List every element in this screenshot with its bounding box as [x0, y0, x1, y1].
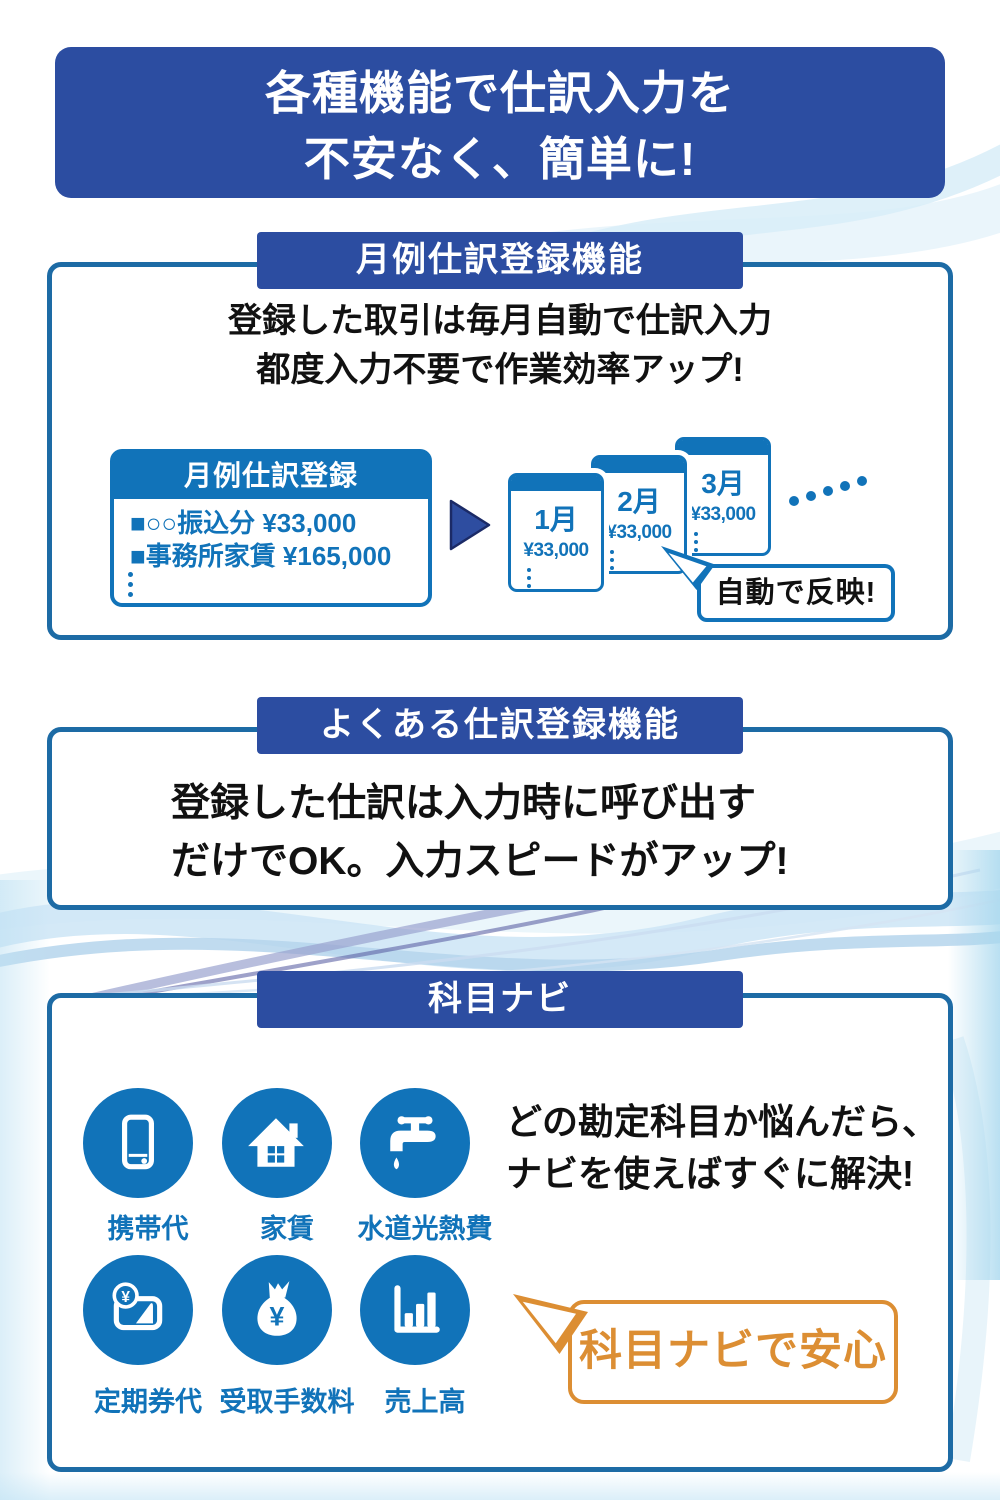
- category-label: 水道光熱費: [357, 1214, 493, 1244]
- ellipsis-dots: [694, 532, 768, 552]
- background-wash-bottom: [0, 1472, 1000, 1500]
- money-bag-icon: ¥: [257, 1281, 297, 1336]
- navi-callout: 科目ナビで安心: [513, 1294, 898, 1404]
- background-wash-left: [0, 880, 50, 1500]
- title-banner: 各種機能で仕訳入力を 不安なく、簡単に!: [55, 47, 945, 198]
- month-amount: ¥33,000: [606, 522, 672, 543]
- description-line-1: どの勘定科目か悩んだら、: [506, 1101, 939, 1142]
- smartphone-icon: [122, 1114, 154, 1170]
- month-card: 2月 ¥33,000: [591, 455, 687, 574]
- ellipsis-dots: [527, 568, 601, 588]
- category-circle: ¥: [83, 1255, 193, 1365]
- category-circle: [83, 1088, 193, 1198]
- section-navi-header: 科目ナビ: [257, 971, 743, 1028]
- section-monthly-description: 登録した取引は毎月自動で仕訳入力 都度入力不要で作業効率アップ!: [0, 297, 1000, 395]
- section-navi-description: どの勘定科目か悩んだら、 ナビを使えばすぐに解決!: [506, 1096, 938, 1200]
- section-monthly-header: 月例仕訳登録機能: [257, 232, 743, 289]
- category-label: 定期券代: [94, 1387, 202, 1417]
- month-amount: ¥33,000: [523, 540, 589, 561]
- category-circle: [360, 1088, 470, 1198]
- month-label: 1月: [534, 504, 578, 535]
- category-circle: [360, 1255, 470, 1365]
- month-card-bar: [678, 440, 768, 455]
- ellipsis-dots: [128, 572, 133, 597]
- description-line-2: だけでOK。入力スピードがアップ!: [171, 840, 789, 883]
- register-card: 月例仕訳登録 ■○○振込分 ¥33,000 ■事務所家賃 ¥165,000: [110, 449, 432, 607]
- category-label: 携帯代: [107, 1214, 189, 1244]
- faucet-icon: [390, 1116, 436, 1170]
- svg-text:¥: ¥: [121, 1289, 130, 1306]
- ellipsis-dots: [610, 550, 684, 570]
- month-card-bar: [594, 458, 684, 473]
- category-label: 売上高: [384, 1387, 466, 1417]
- register-item: ■○○振込分 ¥33,000: [130, 508, 357, 538]
- description-line-1: 登録した取引は毎月自動で仕訳入力: [228, 302, 772, 340]
- auto-reflect-callout: 自動で反映!: [661, 546, 895, 622]
- register-card-title: 月例仕訳登録: [114, 453, 428, 499]
- background-wash-right: [948, 850, 1000, 1280]
- description-line-2: 都度入力不要で作業効率アップ!: [256, 351, 744, 389]
- month-card: 3月 ¥33,000: [675, 437, 771, 556]
- category-label: 家賃: [260, 1214, 314, 1244]
- callout-text: 科目ナビで安心: [579, 1327, 887, 1375]
- arrow-right-icon: [449, 499, 491, 551]
- commuter-pass-icon: ¥: [112, 1282, 163, 1331]
- section-frequent-box: [47, 727, 953, 910]
- description-line-1: 登録した仕訳は入力時に呼び出す: [171, 782, 757, 825]
- title-line-2: 不安なく、簡単に!: [303, 133, 697, 185]
- month-amount: ¥33,000: [690, 504, 756, 525]
- callout-text: 自動で反映!: [715, 577, 877, 609]
- description-line-2: ナビを使えばすぐに解決!: [506, 1153, 914, 1194]
- month-card-bar: [511, 476, 601, 491]
- section-frequent-header: よくある仕訳登録機能: [257, 697, 743, 754]
- category-circle: [222, 1088, 332, 1198]
- category-label: 受取手数料: [219, 1387, 355, 1417]
- house-icon: [248, 1118, 304, 1167]
- register-card-items: ■○○振込分 ¥33,000 ■事務所家賃 ¥165,000: [114, 499, 428, 573]
- bar-chart-icon: [394, 1285, 440, 1333]
- month-label: 3月: [701, 468, 745, 499]
- title-line-1: 各種機能で仕訳入力を: [265, 67, 735, 119]
- category-circle: ¥: [222, 1255, 332, 1365]
- month-label: 2月: [617, 486, 661, 517]
- svg-text:¥: ¥: [270, 1301, 285, 1331]
- month-card: 1月 ¥33,000: [508, 473, 604, 592]
- register-item: ■事務所家賃 ¥165,000: [130, 541, 392, 571]
- section-frequent-description: 登録した仕訳は入力時に呼び出す だけでOK。入力スピードがアップ!: [171, 775, 789, 891]
